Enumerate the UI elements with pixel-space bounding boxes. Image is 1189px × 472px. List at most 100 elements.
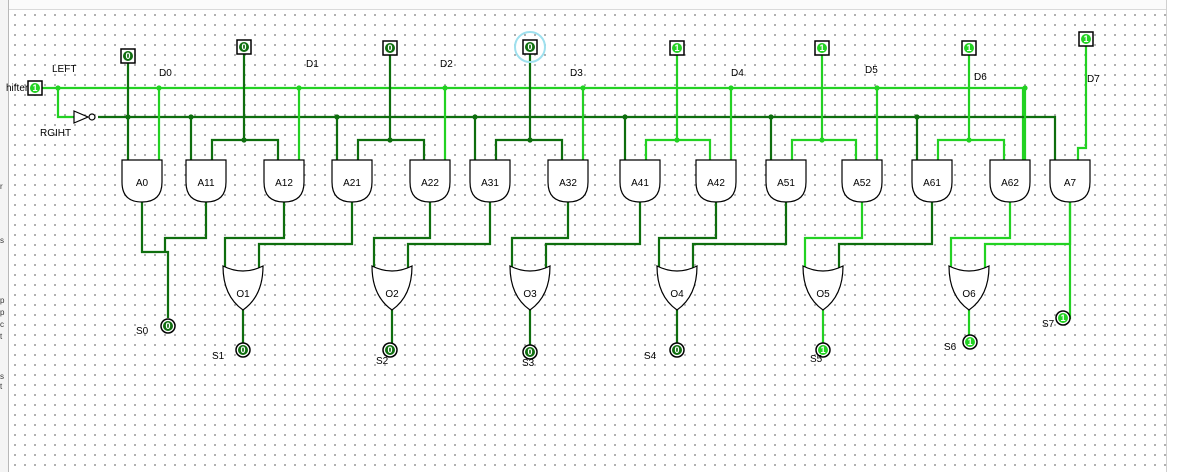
or-gate-label: O6 [962,289,976,300]
output-label: S5 [810,354,823,365]
and-gate-label: A31 [481,178,499,189]
wire-junction [442,85,448,91]
wire[interactable] [644,138,712,160]
and-gate-a11[interactable] [185,159,227,203]
wire[interactable] [42,86,1025,160]
wire[interactable] [936,138,1006,160]
output-led [818,345,828,355]
input-value: 1 [819,43,824,53]
and-gate-a21[interactable] [331,159,373,203]
input-led [817,43,827,53]
wire[interactable] [657,202,718,270]
and-gate-a22[interactable] [409,159,451,203]
wire[interactable] [494,138,564,160]
wire-junction [527,137,533,143]
wire-junction [728,85,734,91]
input-label: D4 [731,68,744,79]
side-fragment: p [0,308,5,317]
wire-junction [387,137,393,143]
wire[interactable] [983,202,1072,270]
wire-junction [874,85,880,91]
and-gate-a61[interactable] [911,159,953,203]
and-gate-a41[interactable] [619,159,661,203]
and-gate-label: A12 [275,178,293,189]
output-label: S2 [376,356,389,367]
wire-junction [125,114,131,120]
input-label: D3 [570,68,583,79]
wire[interactable] [790,138,858,160]
and-gate-a51[interactable] [765,159,807,203]
wire[interactable] [406,202,492,270]
or-gate-o2[interactable] [371,265,413,311]
wire[interactable] [257,202,354,270]
and-gate-label: A52 [853,178,871,189]
or-gate-label: O1 [236,289,250,300]
right-direction-label: RGIHT [40,128,71,139]
wire-junction [914,114,920,120]
left-panel-edge[interactable] [0,0,9,472]
wire[interactable] [372,202,432,270]
or-gate-label: O5 [816,289,830,300]
wire[interactable] [837,202,934,270]
or-gate-label: O4 [670,289,684,300]
or-gate-label: O3 [523,289,537,300]
wire[interactable] [1076,39,1088,160]
or-gate-o6[interactable] [948,265,990,311]
and-gate-a7[interactable] [1049,159,1091,203]
and-gate-a52[interactable] [841,159,883,203]
output-value: 0 [387,345,392,355]
and-gate-label: A41 [631,178,649,189]
input-value: 1 [674,43,679,53]
wire[interactable] [510,202,570,270]
not-gate-bubble [88,113,96,121]
input-led [123,51,133,61]
and-gate-a0[interactable] [121,159,163,203]
not-gate-icon[interactable] [73,110,90,124]
side-fragment: s [0,236,4,245]
or-gate-o3[interactable] [509,265,551,311]
output-led [238,345,248,355]
wire[interactable] [356,138,426,160]
side-fragment: t [0,332,3,341]
output-value: 0 [674,345,679,355]
wire[interactable] [98,115,1057,160]
wire[interactable] [56,88,74,119]
and-gate-a31[interactable] [469,159,511,203]
or-gate-o5[interactable] [802,265,844,311]
output-led [385,345,395,355]
and-gate-a42[interactable] [695,159,737,203]
wires-layer [42,39,1088,346]
input-value: 0 [527,42,532,52]
and-gate-a32[interactable] [547,159,589,203]
wire-junction [296,85,302,91]
or-gate-o1[interactable] [222,265,264,311]
input-led [525,42,535,52]
output-value: 1 [820,345,825,355]
side-fragment: p [0,296,5,305]
wire-junction [156,85,162,91]
wire[interactable] [803,202,864,270]
wire[interactable] [140,202,170,318]
and-gate-a12[interactable] [263,159,305,203]
output-value: 0 [240,345,245,355]
and-gate-label: A32 [559,178,577,189]
input-value: 0 [125,51,130,61]
wire[interactable] [1062,202,1072,320]
wire[interactable] [949,202,1012,270]
and-gate-label: A21 [343,178,361,189]
wire[interactable] [544,202,642,270]
or-gate-o4[interactable] [656,265,698,311]
wire[interactable] [223,202,286,270]
wire[interactable] [691,202,788,270]
wire[interactable] [210,138,280,160]
side-fragment: s [0,372,4,381]
input-led [964,43,974,53]
and-gate-a62[interactable] [989,159,1031,203]
wire[interactable] [163,202,208,252]
output-led [163,321,173,331]
input-led [1081,34,1091,44]
wire-junction [188,114,194,120]
